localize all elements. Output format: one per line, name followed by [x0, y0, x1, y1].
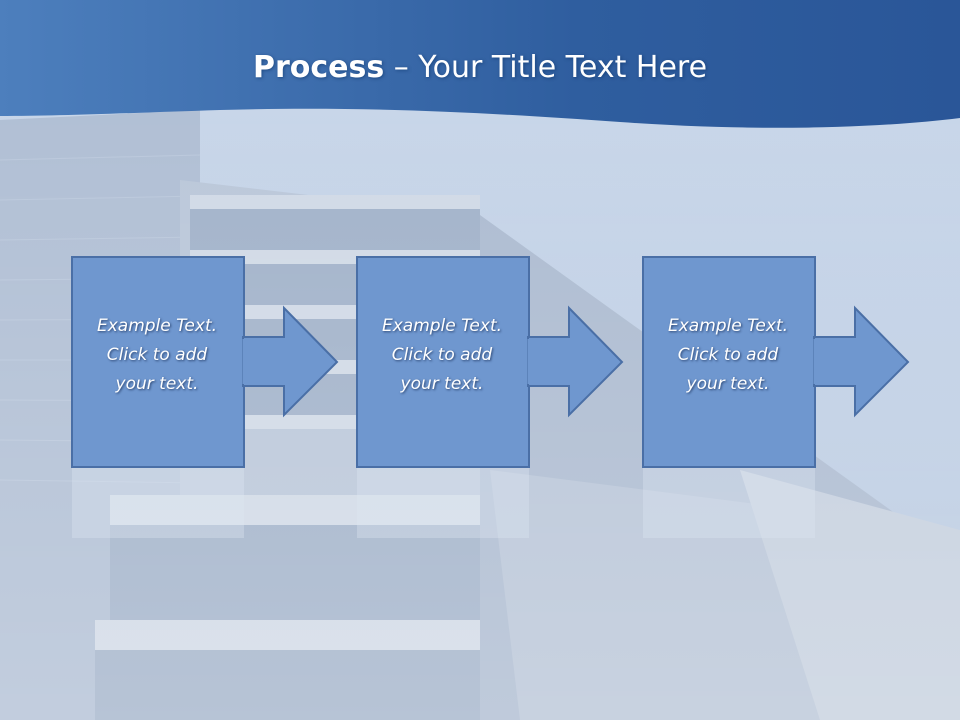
- step-text: Example Text. Click to add your text.: [381, 316, 503, 394]
- process-step-2[interactable]: Example Text. Click to add your text.: [356, 256, 632, 468]
- process-step-1[interactable]: Example Text. Click to add your text.: [71, 256, 347, 468]
- step-3-reflection: [642, 468, 918, 538]
- step-arrow-shape: [71, 256, 339, 468]
- step-arrow-shape: [642, 256, 910, 468]
- step-text: Example Text. Click to add your text.: [667, 316, 789, 394]
- title-rest: – Your Title Text Here: [384, 50, 708, 85]
- process-step-3[interactable]: Example Text. Click to add your text.: [642, 256, 918, 468]
- step-arrow-shape: [356, 256, 624, 468]
- step-text: Example Text. Click to add your text.: [96, 316, 218, 394]
- slide-title[interactable]: Process – Your Title Text Here: [0, 50, 960, 85]
- step-2-reflection: [356, 468, 632, 538]
- title-bold-word: Process: [252, 50, 385, 85]
- step-1-reflection: [71, 468, 347, 538]
